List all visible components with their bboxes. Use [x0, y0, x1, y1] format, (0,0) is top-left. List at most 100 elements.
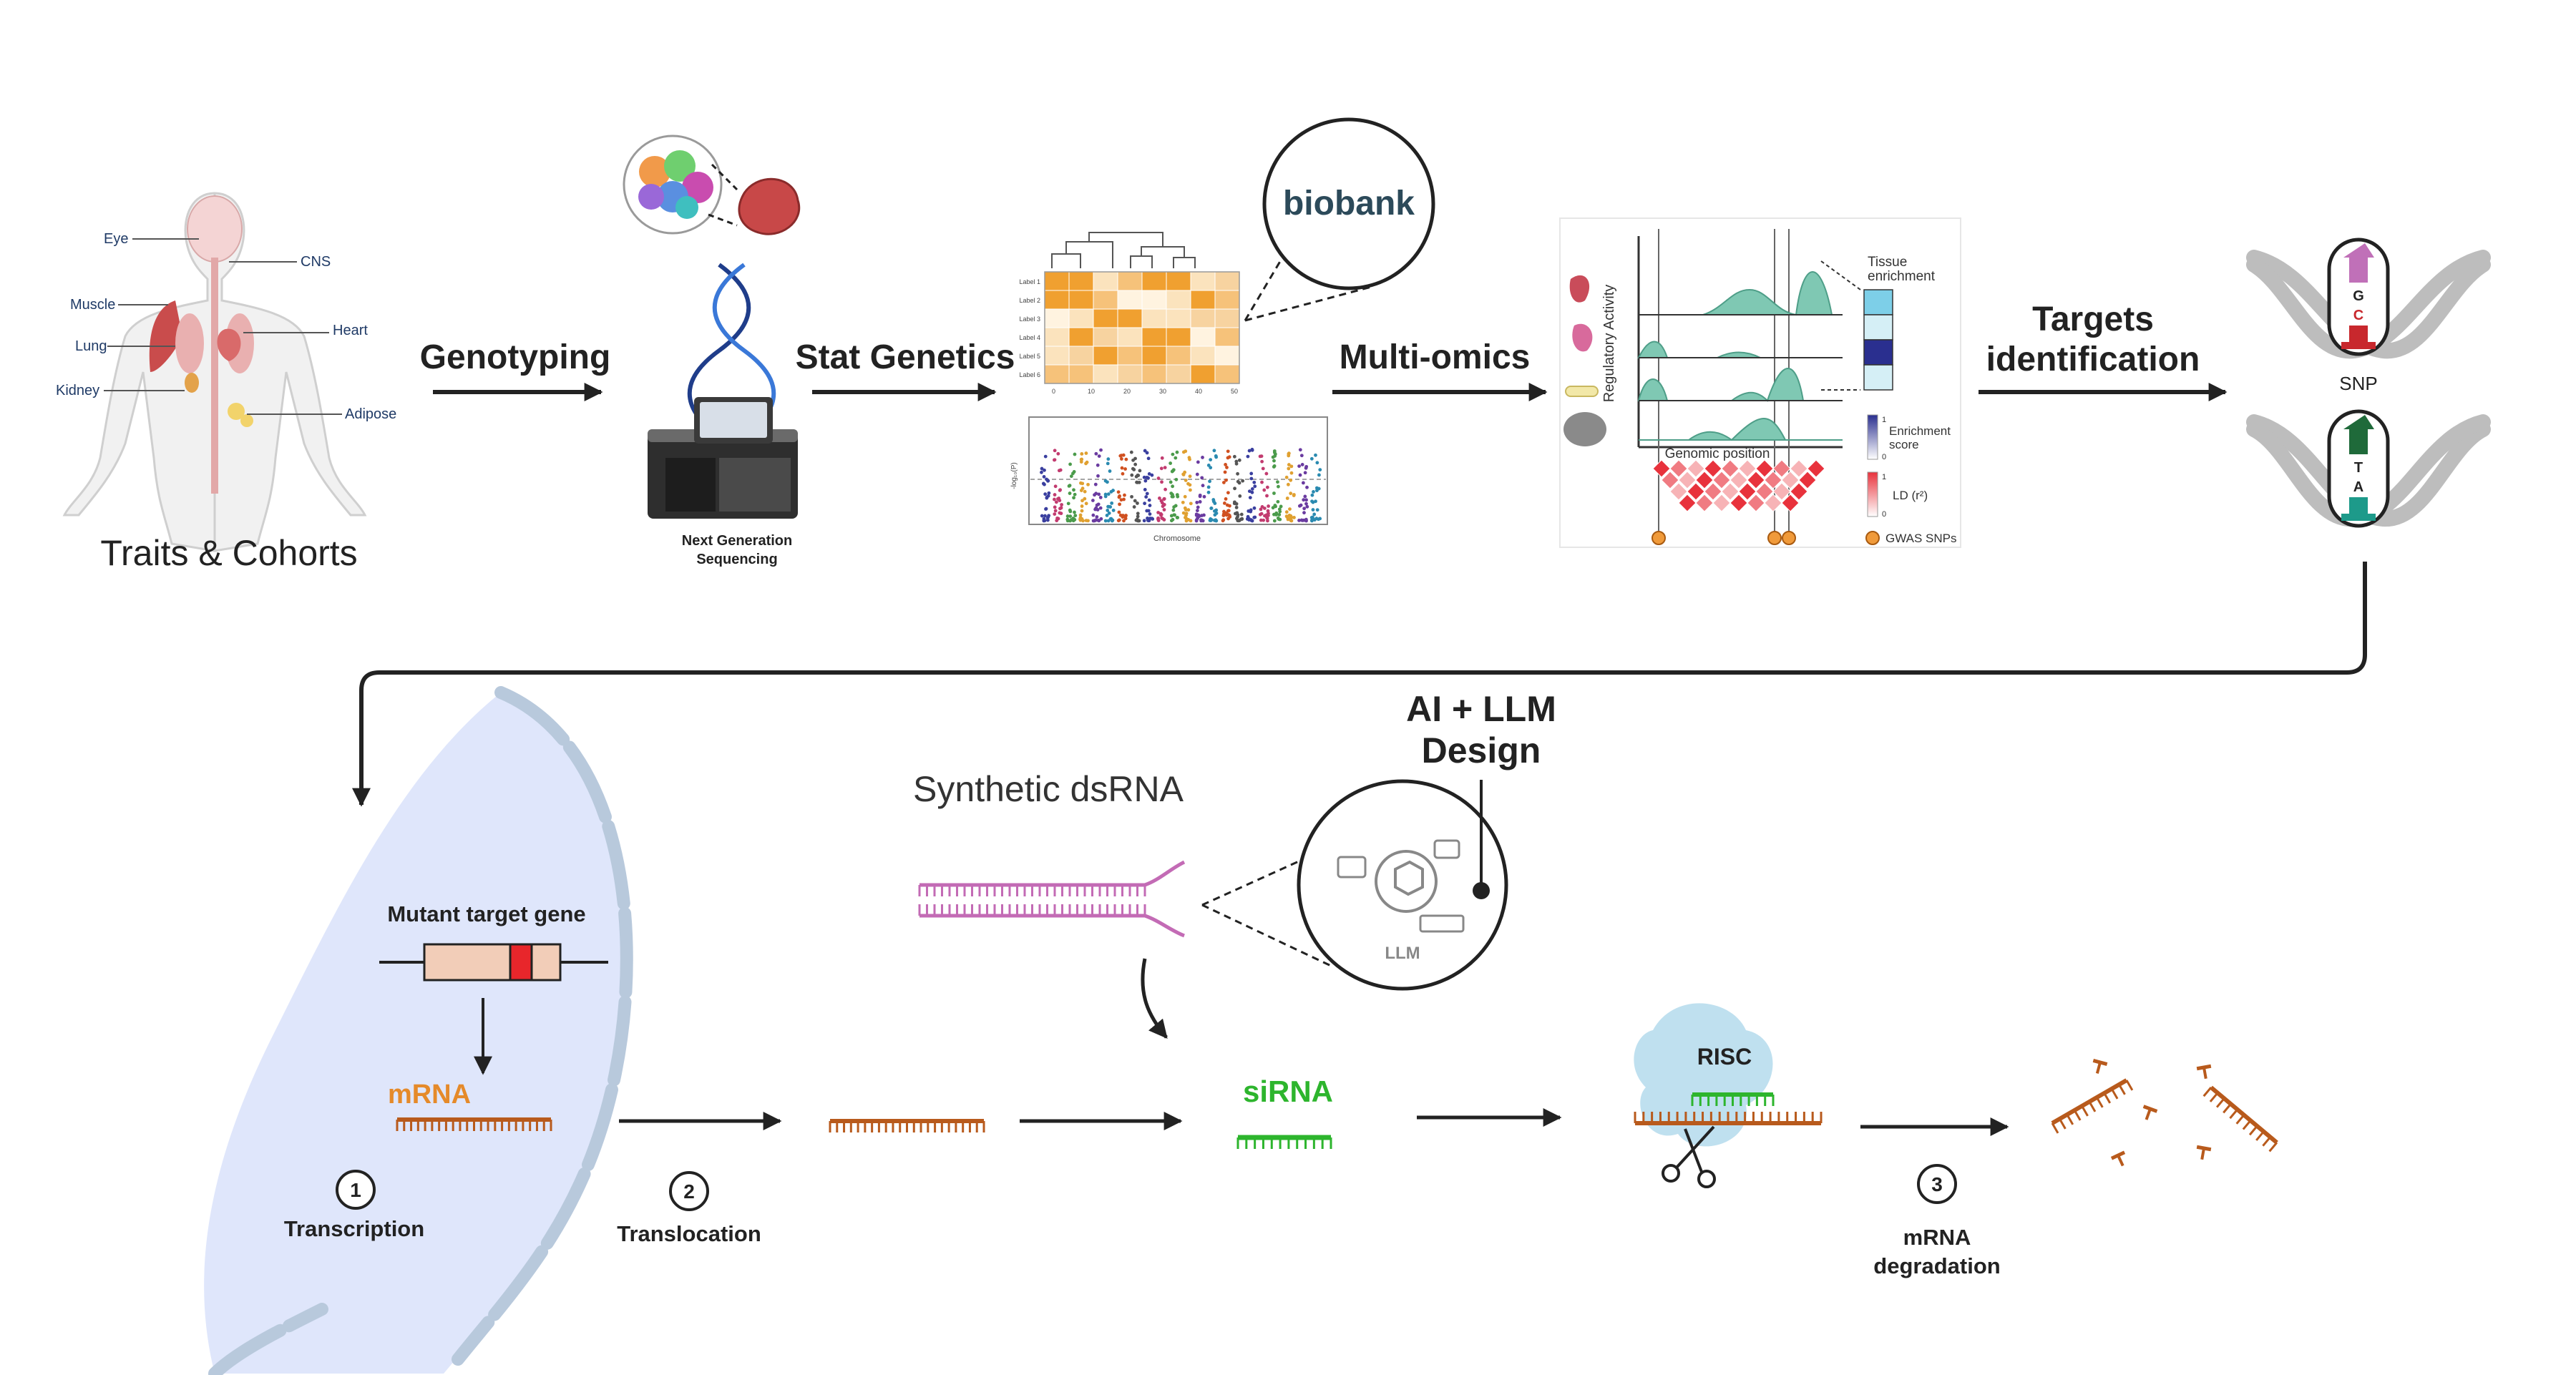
manhattan-point [1080, 517, 1084, 521]
manhattan-point [1156, 476, 1161, 480]
manhattan-point [1310, 499, 1314, 504]
tissue-enrichment-label-1: Tissue [1868, 255, 1907, 270]
manhattan-point [1116, 490, 1121, 494]
manhattan-point [1073, 514, 1078, 518]
manhattan-point [1253, 484, 1257, 489]
manhattan-point [1138, 469, 1142, 473]
manhattan-point [1043, 468, 1046, 472]
heart-organ [217, 328, 241, 361]
manhattan-point [1136, 501, 1139, 505]
ld-cell [1669, 482, 1688, 501]
manhattan-point [1084, 501, 1088, 506]
ld-cell [1661, 471, 1679, 489]
manhattan-point [1097, 519, 1101, 523]
manhattan-point [1292, 493, 1296, 496]
spinal-cord [211, 258, 218, 494]
mrna-degradation-label-1: mRNA [1903, 1225, 1971, 1250]
manhattan-point [1133, 499, 1137, 503]
multiomics-panel: Regulatory Activity Genomic position Tis… [1559, 217, 1961, 548]
step-stat-genetics-label: Stat Genetics [796, 338, 1015, 376]
manhattan-point [1309, 456, 1314, 461]
manhattan-point [1171, 484, 1175, 489]
manhattan-point [1093, 493, 1096, 497]
heatmap-cell [1190, 346, 1216, 366]
manhattan-point [1289, 471, 1294, 475]
heatmap-cell [1093, 290, 1118, 310]
synthetic-dsrna-label: Synthetic dsRNA [913, 769, 1184, 809]
manhattan-point [1068, 514, 1073, 518]
manhattan-point [1073, 492, 1077, 496]
manhattan-point [1262, 518, 1266, 522]
manhattan-point [1186, 508, 1191, 512]
manhattan-point [1262, 507, 1267, 510]
manhattan-point [1069, 474, 1073, 479]
manhattan-point [1096, 508, 1100, 512]
manhattan-point [1250, 447, 1254, 451]
manhattan-point [1103, 492, 1108, 496]
step-1-badge [336, 1170, 376, 1210]
manhattan-point [1201, 456, 1204, 459]
manhattan-point [1236, 479, 1240, 484]
omics-track-1 [1639, 271, 1843, 316]
connector-arrow-row2 [352, 562, 2367, 807]
manhattan-point [1285, 496, 1289, 500]
manhattan-point [1160, 480, 1163, 484]
manhattan-point [1274, 504, 1277, 509]
manhattan-point [1172, 505, 1176, 509]
manhattan-point [1160, 456, 1164, 460]
manhattan-point [1174, 477, 1179, 481]
manhattan-point [1284, 510, 1289, 514]
manhattan-point [1099, 448, 1103, 452]
manhattan-point [1288, 507, 1292, 512]
heatmap-cell [1117, 308, 1143, 328]
manhattan-point [1053, 458, 1057, 462]
manhattan-point [1053, 505, 1057, 509]
heatmap-cell [1117, 364, 1143, 384]
manhattan-point [1175, 450, 1179, 454]
manhattan-point [1188, 474, 1192, 479]
label-muscle: Muscle [70, 297, 115, 313]
manhattan-point [1132, 505, 1136, 509]
manhattan-point [1058, 489, 1062, 492]
manhattan-point [1142, 519, 1146, 523]
manhattan-point [1214, 455, 1219, 459]
manhattan-point [1041, 481, 1045, 486]
manhattan-point [1146, 519, 1151, 523]
manhattan-point [1145, 509, 1149, 513]
manhattan-point [1135, 517, 1139, 522]
ld-cell [1781, 471, 1800, 489]
heatmap-cell [1166, 308, 1191, 328]
heatmap-cell [1068, 308, 1094, 328]
manhattan-point [1073, 510, 1076, 514]
manhattan-point [1118, 454, 1123, 458]
heatmap-cell [1093, 308, 1118, 328]
gwas-snp-dot [1652, 531, 1666, 545]
manhattan-point [1250, 490, 1254, 494]
manhattan-point [1144, 495, 1148, 499]
manhattan-point [1209, 506, 1214, 510]
translocation-label: Translocation [617, 1221, 761, 1246]
ld-cell [1747, 494, 1765, 512]
manhattan-point [1224, 497, 1228, 501]
manhattan-point [1200, 514, 1204, 518]
manhattan-point [1189, 501, 1193, 506]
manhattan-point [1260, 480, 1264, 484]
manhattan-point [1068, 491, 1072, 495]
enrich-legend-max: 1 [1882, 416, 1886, 424]
manhattan-point [1097, 492, 1101, 496]
manhattan-point [1080, 481, 1085, 486]
tissue-icon-1 [1569, 275, 1590, 303]
manhattan-point [1201, 484, 1205, 488]
manhattan-point [1047, 514, 1051, 518]
manhattan-point [1080, 457, 1084, 461]
ai-llm-label-2: Design [1422, 730, 1541, 770]
manhattan-point [1053, 493, 1057, 496]
manhattan-plot: Chromosome -log₁₀(P) [1010, 416, 1328, 543]
manhattan-point [1227, 455, 1231, 459]
manhattan-point [1151, 517, 1155, 521]
manhattan-point [1297, 519, 1301, 522]
nucleotide-tick [2202, 1087, 2212, 1097]
manhattan-point [1223, 470, 1227, 474]
manhattan-point [1080, 452, 1084, 456]
